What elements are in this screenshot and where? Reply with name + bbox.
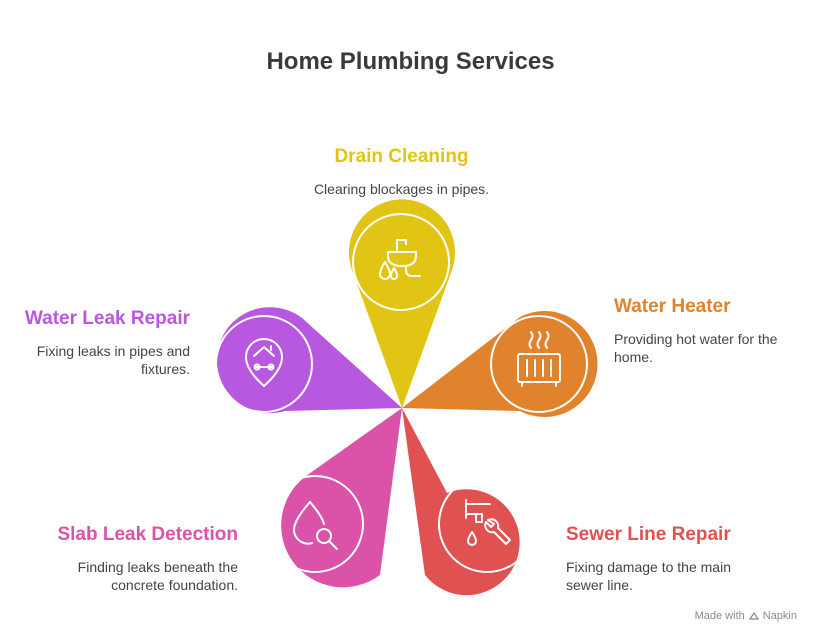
water-leak-repair-title: Water Leak Repair xyxy=(24,308,190,329)
slab-leak-detection-title: Slab Leak Detection xyxy=(57,524,238,545)
petal-heater-ring xyxy=(490,315,588,413)
sewer-line-repair-title: Sewer Line Repair xyxy=(566,524,731,545)
petal-drain-shape xyxy=(349,199,456,408)
heater-icon xyxy=(517,331,561,387)
petal-slab-ring xyxy=(266,475,364,573)
petal-sewer-shape xyxy=(402,408,520,596)
petal-slab-shape xyxy=(281,408,402,588)
water-heater-title: Water Heater xyxy=(614,296,731,317)
sink-icon xyxy=(379,239,421,280)
brand-text: Napkin xyxy=(762,610,797,622)
petal-drain-cleaning xyxy=(349,199,456,408)
page-title: Home Plumbing Services xyxy=(266,48,555,75)
petal-leak-ring xyxy=(215,315,313,413)
petal-drain-ring xyxy=(352,213,450,311)
petal-leak-shape xyxy=(216,307,402,414)
footer: Made with Napkin xyxy=(695,610,797,622)
petal-water-leak-repair xyxy=(215,307,402,414)
house-wrench-icon xyxy=(245,338,283,387)
pipe-wrench-icon xyxy=(465,499,511,546)
water-leak-repair-desc: Fixing leaks in pipes and fixtures. xyxy=(36,343,190,377)
petal-water-heater xyxy=(402,311,598,417)
water-heater-desc: Providing hot water for the home. xyxy=(614,331,778,365)
petal-sewer-line-repair xyxy=(402,408,536,596)
napkin-logo-icon xyxy=(748,611,759,620)
drop-search-icon xyxy=(293,501,338,550)
sewer-line-repair-desc: Fixing damage to the main sewer line. xyxy=(566,559,731,593)
drain-cleaning-title: Drain Cleaning xyxy=(334,146,469,167)
petal-sewer-ring xyxy=(438,475,536,573)
made-with-text: Made with xyxy=(694,610,745,622)
drain-cleaning-desc: Clearing blockages in pipes. xyxy=(313,181,490,197)
petal-slab-leak-detection xyxy=(266,408,402,588)
slab-leak-detection-desc: Finding leaks beneath the concrete found… xyxy=(77,559,238,593)
